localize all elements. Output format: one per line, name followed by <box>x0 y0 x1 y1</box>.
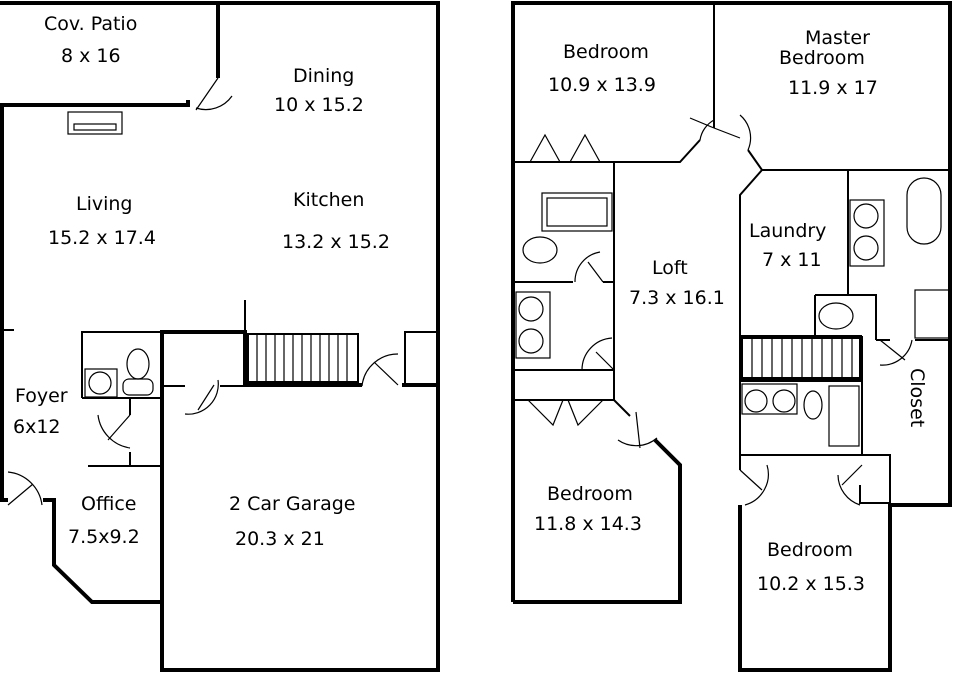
room-size-office: 7.5x9.2 <box>68 526 140 548</box>
room-name-bedroom-2: Bedroom <box>563 41 649 63</box>
room-name-loft: Loft <box>652 257 688 279</box>
room-size-cov-patio: 8 x 16 <box>61 45 121 67</box>
room-name-cov-patio: Cov. Patio <box>44 13 137 35</box>
room-name-bedroom-3: Bedroom <box>547 483 633 505</box>
room-name-living: Living <box>76 193 133 215</box>
room-size-master: 11.9 x 17 <box>788 77 878 99</box>
room-name-master-line2: Bedroom <box>779 47 865 69</box>
room-name-master-line1: Master <box>805 27 870 49</box>
room-size-bedroom-3: 11.8 x 14.3 <box>534 513 642 535</box>
first-floor-walls <box>0 1 440 672</box>
room-name-office: Office <box>81 493 136 515</box>
room-name-bedroom-4: Bedroom <box>767 539 853 561</box>
room-name-kitchen: Kitchen <box>293 189 364 211</box>
room-name-garage: 2 Car Garage <box>229 493 355 515</box>
room-size-bedroom-4: 10.2 x 15.3 <box>757 573 865 595</box>
room-size-foyer: 6x12 <box>13 416 61 438</box>
room-size-loft: 7.3 x 16.1 <box>629 287 725 309</box>
room-size-dining: 10 x 15.2 <box>274 94 364 116</box>
room-name-laundry: Laundry <box>749 220 826 242</box>
room-size-living: 15.2 x 17.4 <box>48 227 156 249</box>
room-size-laundry: 7 x 11 <box>762 249 822 271</box>
room-name-dining: Dining <box>293 65 354 87</box>
second-floor-walls <box>511 1 952 672</box>
room-size-garage: 20.3 x 21 <box>235 528 325 550</box>
room-name-closet: Closet <box>906 368 928 427</box>
room-name-foyer: Foyer <box>15 385 68 407</box>
room-size-bedroom-2: 10.9 x 13.9 <box>548 74 656 96</box>
room-size-kitchen: 13.2 x 15.2 <box>282 231 390 253</box>
